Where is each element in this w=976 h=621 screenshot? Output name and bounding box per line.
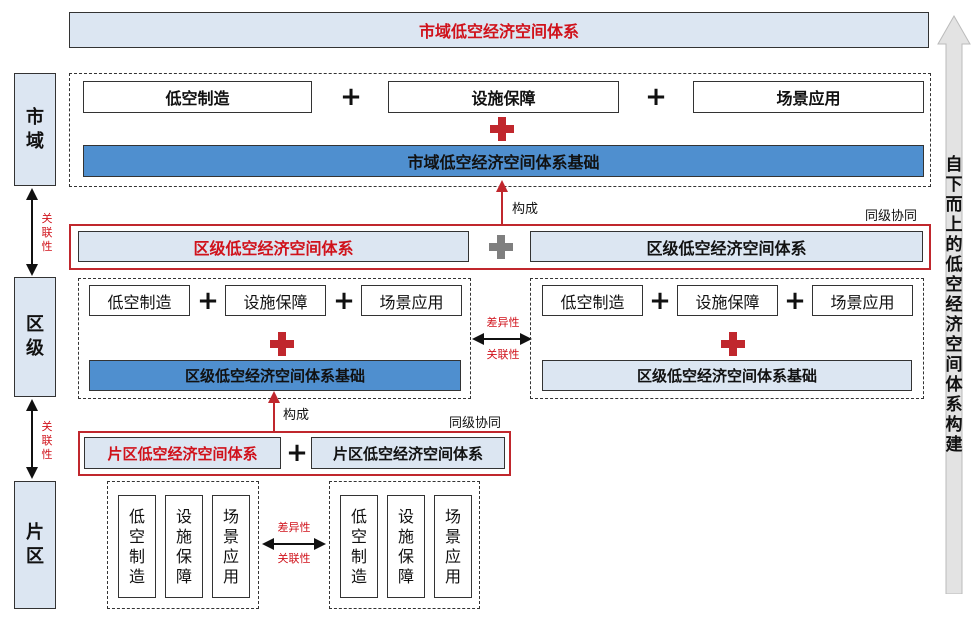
- compose-arrow-up-city: [496, 180, 508, 226]
- zone-system-row: [78, 431, 511, 476]
- zone-left-item-scenarios: 场景应用: [212, 495, 250, 598]
- city-item-facilities: 设施保障: [388, 81, 619, 113]
- district-left-plus-1: +: [197, 285, 219, 316]
- zone-diff-label: 差异性: [277, 521, 311, 534]
- bottom-up-construction-label: 自下而 上的低 空经济 空间体 系构建: [945, 155, 963, 455]
- zone-system-right: 片区低空经济空间体系: [311, 437, 505, 469]
- compose-arrow-up-district: [268, 391, 280, 433]
- district-zone-relevance-label: 关联性: [41, 420, 53, 461]
- zone-block-left: [107, 481, 259, 609]
- district-system-left: 区级低空经济空间体系: [78, 231, 469, 262]
- city-base-box: 市域低空经济空间体系基础: [83, 145, 924, 177]
- district-left-item-manufacturing: 低空制造: [89, 285, 190, 316]
- city-item-manufacturing: 低空制造: [83, 81, 312, 113]
- district-left-base: 区级低空经济空间体系基础: [89, 360, 461, 391]
- top-title: 市域低空经济空间体系: [418, 22, 579, 41]
- district-left-red-cross: [270, 332, 294, 356]
- bottom-up-arrow: [937, 14, 971, 594]
- district-right-base: 区级低空经济空间体系基础: [542, 360, 912, 391]
- district-diff-label: 差异性: [486, 316, 520, 329]
- district-horizontal-double-arrow: [472, 333, 532, 345]
- same-level-label-zone: 同级协同: [449, 416, 502, 431]
- compose-label-district: 构成: [283, 408, 310, 423]
- district-left-plus-2: +: [333, 285, 355, 316]
- district-left-item-scenarios: 场景应用: [361, 285, 462, 316]
- level-district-label: 区级: [14, 277, 56, 397]
- district-system-row: [69, 224, 931, 270]
- zone-left-item-manufacturing: 低空制造: [118, 495, 156, 598]
- district-right-item-scenarios: 场景应用: [812, 285, 913, 316]
- zone-relevance-label: 关联性: [277, 552, 311, 565]
- zone-right-item-facilities: 设施保障: [387, 495, 425, 598]
- district-right-item-manufacturing: 低空制造: [542, 285, 643, 316]
- district-right-red-cross: [721, 332, 745, 356]
- district-system-right: 区级低空经济空间体系: [530, 231, 923, 262]
- district-gray-cross: [489, 235, 513, 259]
- district-right-plus-1: +: [649, 285, 671, 316]
- zone-horizontal-double-arrow: [262, 538, 326, 550]
- zone-right-item-manufacturing: 低空制造: [340, 495, 378, 598]
- zone-block-right: [329, 481, 480, 609]
- zone-left-item-facilities: 设施保障: [165, 495, 203, 598]
- same-level-label-district: 同级协同: [865, 209, 918, 224]
- top-title-box: 市域低空经济空间体系: [69, 12, 929, 48]
- district-left-item-facilities: 设施保障: [225, 285, 326, 316]
- city-plus-2: +: [645, 82, 667, 112]
- city-district-double-arrow: [26, 188, 38, 276]
- district-right-item-facilities: 设施保障: [677, 285, 778, 316]
- district-right-plus-2: +: [784, 285, 806, 316]
- city-district-relevance-label: 关联性: [41, 212, 53, 253]
- district-zone-double-arrow: [26, 399, 38, 479]
- zone-right-item-scenarios: 场景应用: [434, 495, 472, 598]
- city-item-scenarios: 场景应用: [693, 81, 924, 113]
- district-block-right: [530, 278, 924, 399]
- level-zone-label: 片区: [14, 481, 56, 609]
- level-city-label: 市域: [14, 73, 56, 186]
- compose-label-city: 构成: [512, 202, 539, 217]
- city-red-cross: [490, 117, 514, 141]
- city-plus-1: +: [340, 82, 362, 112]
- zone-system-left: 片区低空经济空间体系: [84, 437, 281, 469]
- district-relevance-label: 关联性: [486, 348, 520, 361]
- zone-plus: +: [286, 438, 308, 468]
